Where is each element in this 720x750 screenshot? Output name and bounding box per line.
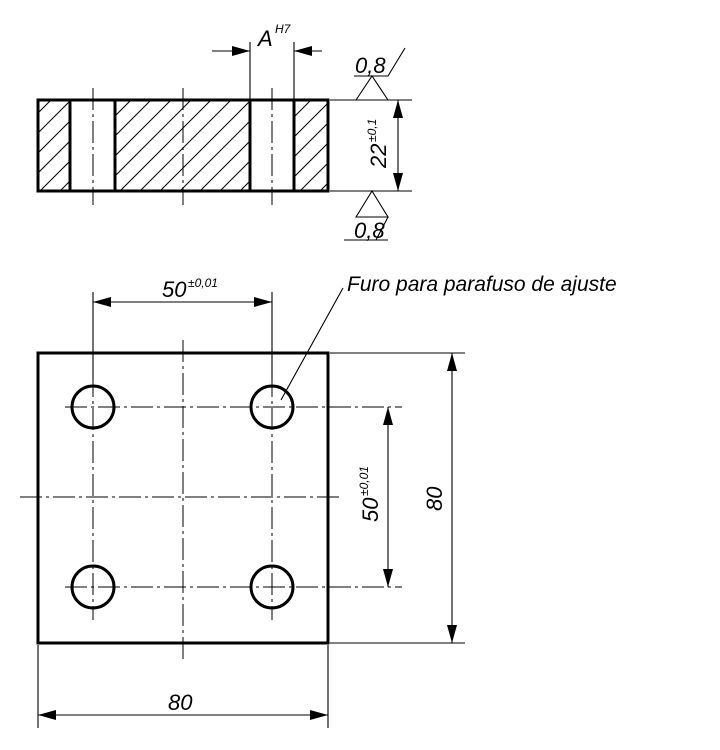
spacing-x-value: 50 xyxy=(162,277,187,302)
hatch-left xyxy=(38,100,70,191)
thickness-value: 22 xyxy=(366,144,391,169)
fit-tolerance: H7 xyxy=(275,22,292,36)
width-extension-lines xyxy=(37,645,329,728)
hole-walls-right xyxy=(248,100,296,191)
width-arrow-right xyxy=(310,710,328,720)
hatch-middle xyxy=(115,100,250,191)
surface-value-bottom: 0,8 xyxy=(354,218,385,243)
surface-symbol-bottom xyxy=(344,189,389,241)
thickness-arrow-top xyxy=(393,100,403,118)
spacing-x-arrow-right xyxy=(254,297,272,307)
height-arrow-top xyxy=(447,353,457,371)
fit-extension-lines xyxy=(249,42,295,100)
spacing-x-tolerance: ±0,01 xyxy=(188,276,218,290)
hole-note: Furo para parafuso de ajuste xyxy=(347,273,617,296)
width-arrow-left xyxy=(38,710,56,720)
spacing-x-extension-lines xyxy=(92,292,273,380)
surface-symbol-top xyxy=(354,47,406,101)
spacing-y-arrow-top xyxy=(383,407,393,425)
spacing-y-arrow-bottom xyxy=(383,569,393,587)
fit-arrow-left xyxy=(232,46,250,56)
height-extension-lines xyxy=(330,352,465,644)
hole-walls-left xyxy=(68,100,117,191)
height-arrow-bottom xyxy=(447,625,457,643)
spacing-y-value: 50 xyxy=(358,497,383,522)
section-view: A H7 22 ±0,1 0,8 0,8 xyxy=(36,22,412,243)
plan-view: 50 ±0,01 Furo para parafuso de ajuste 50… xyxy=(20,273,617,728)
hole-note-leader xyxy=(280,287,344,401)
fit-symbol: A xyxy=(256,26,273,51)
spacing-x-arrow-left xyxy=(93,297,111,307)
hatch-right xyxy=(294,100,328,191)
thickness-arrow-bottom xyxy=(393,173,403,191)
height-value: 80 xyxy=(422,486,447,511)
width-value: 80 xyxy=(168,690,193,715)
fit-arrow-right xyxy=(294,46,312,56)
thickness-tolerance: ±0,1 xyxy=(365,119,379,142)
surface-value-top: 0,8 xyxy=(355,53,386,78)
section-outline xyxy=(36,98,330,193)
spacing-y-tolerance: ±0,01 xyxy=(357,466,371,496)
